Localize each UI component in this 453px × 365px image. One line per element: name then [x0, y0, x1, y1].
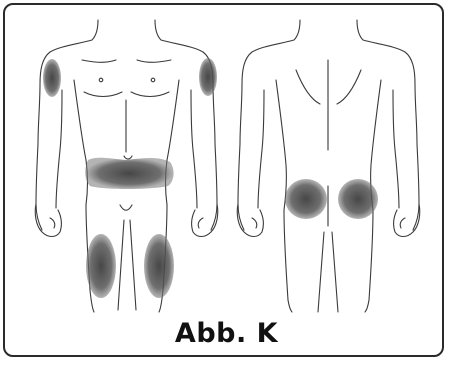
- site-upper-arm-right: [199, 58, 217, 96]
- figure-caption: Abb. K: [0, 318, 453, 349]
- site-buttock-left: [285, 179, 327, 219]
- site-thigh-left: [86, 234, 116, 298]
- site-buttock-right: [338, 179, 378, 219]
- site-abdomen: [85, 158, 173, 189]
- site-thigh-right: [144, 234, 174, 298]
- site-upper-arm-left: [43, 59, 61, 97]
- back-body-figure: [237, 20, 420, 312]
